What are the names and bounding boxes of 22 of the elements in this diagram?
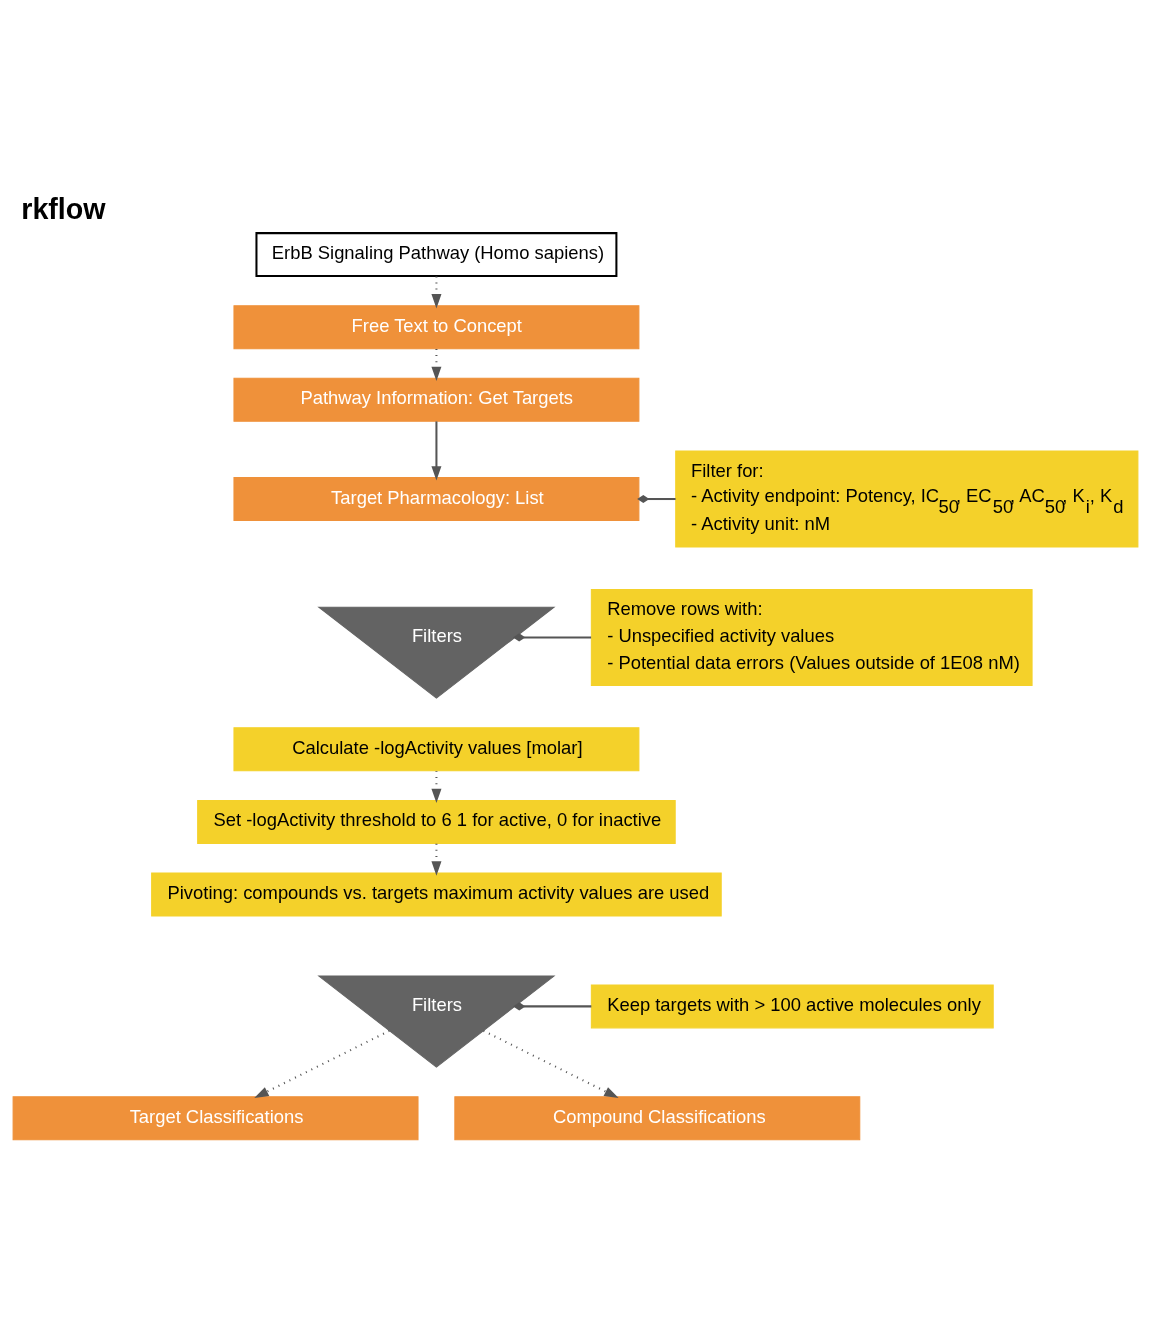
arrow <box>430 276 441 309</box>
node-box: Free Text to Concept <box>232 305 639 350</box>
node-box: Set -logActivity threshold to 6 1 for active, 0 for inactive <box>196 799 676 844</box>
node-box: Pivoting: compounds vs. targets maximum activity values are used <box>150 872 722 917</box>
diagram-title: rkflow <box>20 193 106 226</box>
node-box: Keep targets with > 100 active molecules only <box>590 984 994 1029</box>
connector <box>636 494 676 504</box>
node-box: Compound Classifications <box>453 1096 860 1141</box>
node-box: Pathway Information: Get Targets <box>232 377 639 422</box>
node-box: Target Classifications <box>12 1096 419 1141</box>
arrow <box>482 1029 619 1098</box>
arrow <box>430 771 441 804</box>
arrow <box>430 843 441 876</box>
arrow <box>253 1029 390 1098</box>
connector <box>512 1002 591 1011</box>
node-box: ErbB Signaling Pathway (Homo sapiens) <box>254 232 617 278</box>
connector <box>512 633 591 642</box>
node-box: Remove rows with: - Unspecified activity values - Potential data errors (Values outside of 1E08 nM) <box>590 588 1033 687</box>
arrow <box>430 349 441 382</box>
node-box: Calculate -logActivity values [molar] <box>232 727 639 772</box>
node-box: Target Pharmacology: List <box>232 477 639 521</box>
arrow <box>430 421 441 481</box>
